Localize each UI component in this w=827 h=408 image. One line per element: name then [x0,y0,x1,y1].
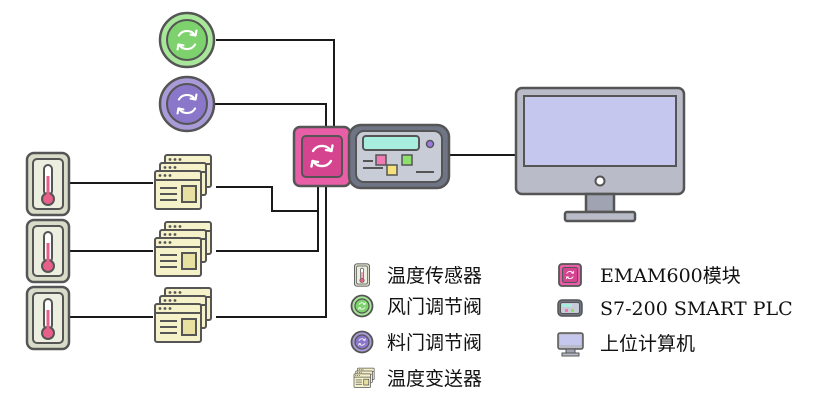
legend-item-air-damper: 风门调节阀 [350,294,482,318]
wire-material-damper [212,103,327,127]
legend-label: 风门调节阀 [387,296,482,318]
temperature-sensor-3 [25,285,71,351]
legend-item-temperature-sensor: 温度传感器 [353,263,482,287]
wire-transmitter-1 [216,186,319,212]
temperature-transmitter-3 [155,288,211,342]
transmitter-icon [354,368,374,387]
computer-icon [557,332,584,357]
temperature-sensor-2 [25,218,71,284]
air-damper-valve [158,11,216,69]
legend-label: 温度传感器 [387,265,482,287]
wire-air-damper [216,39,335,127]
legend-label: 上位计算机 [600,333,695,355]
wire-transmitter-2 [216,186,319,252]
connection-wires [70,39,515,318]
emam600-module [292,125,352,188]
legend-item-plc: S7-200 SMART PLC [557,298,793,320]
air-damper-icon [350,294,374,318]
temperature-transmitter-2 [155,222,211,276]
legend-item-computer: 上位计算机 [557,332,695,357]
host-computer [514,86,686,223]
legend-label: 温度变送器 [387,368,482,390]
legend-label: EMAM600模块 [600,265,741,287]
material-damper-valve [158,75,216,133]
wire-transmitter-3 [216,186,327,318]
s7-200-smart-plc [347,123,451,190]
temperature-transmitter-1 [155,155,211,209]
legend-item-temperature-transmitter: 温度变送器 [354,368,482,390]
plc-icon [557,299,583,317]
thermometer-icon [353,263,371,287]
material-damper-icon [350,330,374,354]
legend-label: S7-200 SMART PLC [600,298,793,320]
legend-label: 料门调节阀 [387,332,482,354]
module-icon [558,263,582,287]
temperature-sensor-1 [25,151,71,217]
legend: 温度传感器 风门调节阀 料门调节阀 温度变送器 [350,263,793,390]
legend-item-material-damper: 料门调节阀 [350,330,482,354]
legend-item-emam600-module: EMAM600模块 [558,263,741,287]
